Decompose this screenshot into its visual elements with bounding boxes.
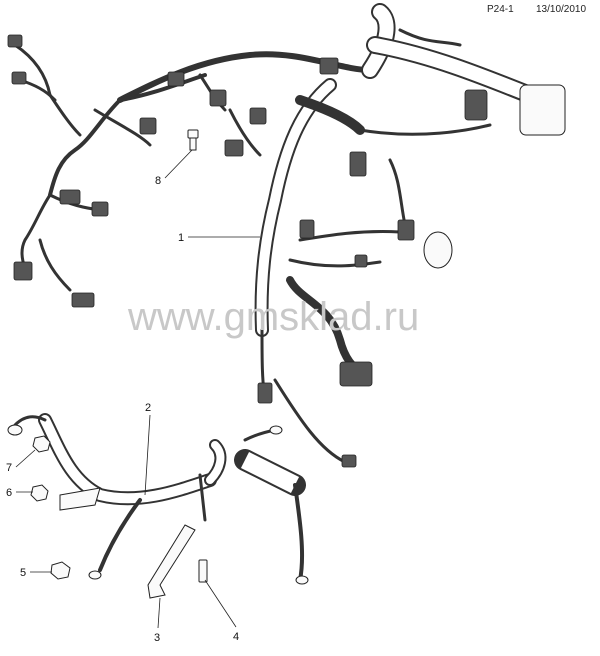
harness-connectors: [7, 34, 566, 468]
callout-7: 7: [6, 462, 12, 474]
bolt: [187, 129, 199, 151]
battery-cable-harness: [13, 413, 306, 582]
callout-2: 2: [145, 402, 151, 414]
engine-wiring-harness: [13, 3, 539, 464]
page-date: 13/10/2010: [536, 4, 587, 15]
callout-6: 6: [6, 487, 12, 499]
callout-leaders: [15, 149, 260, 629]
callout-3: 3: [154, 632, 160, 644]
callout-4: 4: [233, 631, 239, 643]
nut-7: [32, 435, 51, 453]
callout-1: 1: [178, 232, 184, 244]
bracket: [147, 524, 196, 599]
nut-6: [30, 484, 49, 502]
nut-5: [50, 561, 71, 580]
callout-labels: 1 2 3 4 5 6 7 8: [6, 175, 239, 644]
watermark: www.gmsklad.ru: [127, 295, 419, 339]
page-code: P24-1: [487, 4, 514, 15]
callout-8: 8: [155, 175, 161, 187]
stud-bolt: [198, 559, 208, 583]
battery-cable-terminals: [7, 424, 309, 585]
callout-5: 5: [20, 567, 26, 579]
